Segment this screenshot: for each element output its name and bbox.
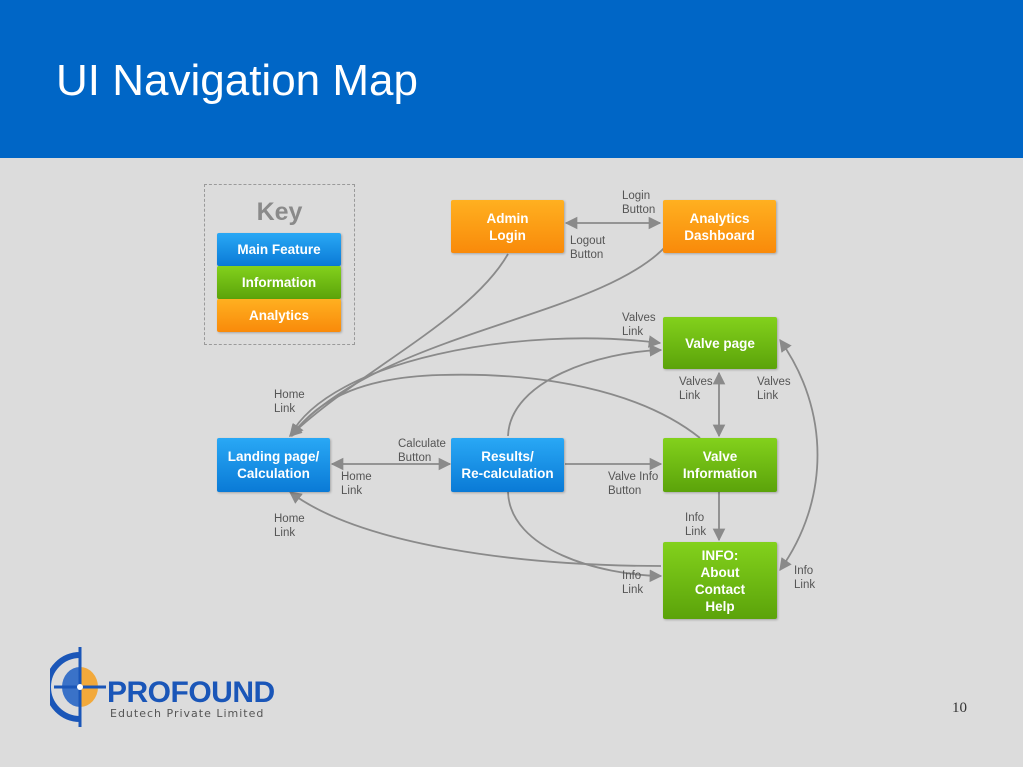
label-login-button: Login Button: [622, 190, 656, 216]
node-valve-page: Valve page: [663, 317, 777, 369]
label-info-link-right: Info Link: [794, 565, 816, 591]
node-landing-calculation: Landing page/ Calculation: [217, 438, 330, 492]
arrow-valveinfo-landing: [291, 373, 701, 439]
key-legend: [204, 184, 355, 345]
node-admin-login: Admin Login: [451, 200, 564, 253]
arrow-info-landing: [288, 491, 662, 567]
arrow-info-valvepage: [779, 338, 819, 572]
label-home-link-top: Home Link: [274, 389, 305, 415]
key-information: Information: [217, 266, 341, 299]
label-valves-link-mid: Valves Link: [679, 376, 713, 402]
label-info-link-bottom: Info Link: [622, 570, 644, 596]
profound-logo-icon: [50, 647, 106, 727]
label-info-link-mid: Info Link: [685, 512, 707, 538]
key-main-feature: Main Feature: [217, 233, 341, 266]
key-analytics: Analytics: [217, 299, 341, 332]
page-number: 10: [952, 700, 967, 716]
key-title: Key: [256, 198, 303, 226]
slide-title: UI Navigation Map: [56, 56, 418, 105]
node-info: INFO: About Contact Help: [663, 542, 777, 619]
slide-header: UI Navigation Map: [0, 0, 1023, 158]
label-valves-link-top: Valves Link: [622, 312, 656, 338]
label-valves-link-right: Valves Link: [757, 376, 791, 402]
label-logout-button: Logout Button: [570, 235, 606, 261]
logo-name: PROFOUND: [107, 676, 275, 709]
node-results-recalculation: Results/ Re-calculation: [451, 438, 564, 492]
node-valve-information: Valve Information: [663, 438, 777, 492]
arrow-analytics-landing: [289, 243, 669, 437]
label-home-link-bottom: Home Link: [274, 513, 305, 539]
arrow-landing-valvepage: [289, 335, 662, 437]
node-analytics-dashboard: Analytics Dashboard: [663, 200, 776, 253]
arrow-results-info: [507, 491, 663, 583]
arrow-admin-landing: [289, 253, 509, 437]
logo-subtitle: Edutech Private Limited: [110, 707, 265, 720]
arrow-results-valvepage: [507, 344, 663, 437]
label-calculate-button: Calculate Button: [398, 438, 446, 464]
label-home-link-mid: Home Link: [341, 471, 372, 497]
label-valve-info-button: Valve Info Button: [608, 471, 659, 497]
